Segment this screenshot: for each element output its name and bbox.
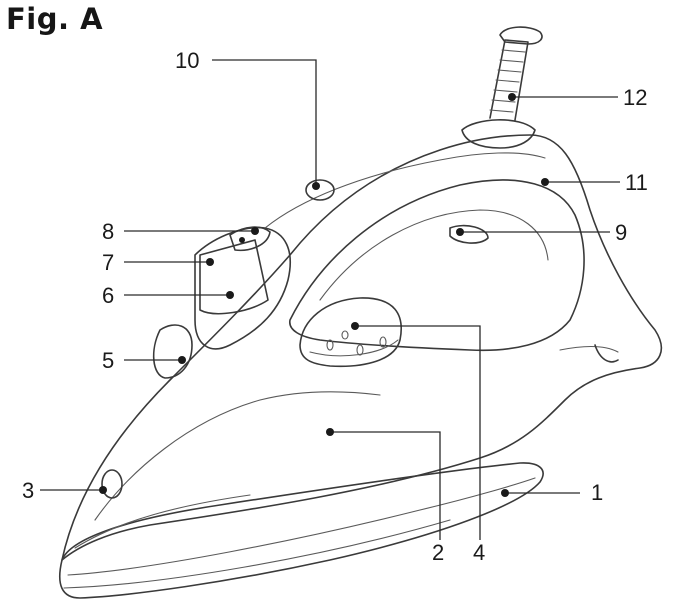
callout-leaders — [40, 59, 620, 540]
callout-label-8: 8 — [102, 219, 114, 244]
indicator-light — [449, 224, 489, 244]
callout-label-5: 5 — [102, 348, 114, 373]
figure-title: Fig. A — [6, 2, 104, 36]
callout-label-11: 11 — [625, 170, 648, 195]
iron-body — [61, 134, 663, 561]
control-buttons — [152, 226, 271, 379]
callout-label-9: 9 — [615, 220, 627, 245]
callout-label-3: 3 — [22, 478, 34, 503]
callout-label-6: 6 — [102, 283, 114, 308]
callout-label-2: 2 — [432, 540, 444, 565]
temperature-dial — [299, 297, 402, 368]
callout-label-12: 12 — [623, 85, 647, 110]
soleplate — [58, 462, 544, 599]
callout-label-4: 4 — [473, 540, 485, 565]
callout-labels: 1 2 3 4 5 6 7 8 9 10 11 12 — [22, 48, 648, 565]
spray-nozzle — [101, 469, 123, 499]
steam-burst-button — [305, 179, 335, 201]
callout-label-7: 7 — [102, 250, 114, 275]
cord-guard — [461, 26, 543, 149]
callout-label-1: 1 — [591, 480, 603, 505]
callout-label-10: 10 — [175, 48, 199, 73]
